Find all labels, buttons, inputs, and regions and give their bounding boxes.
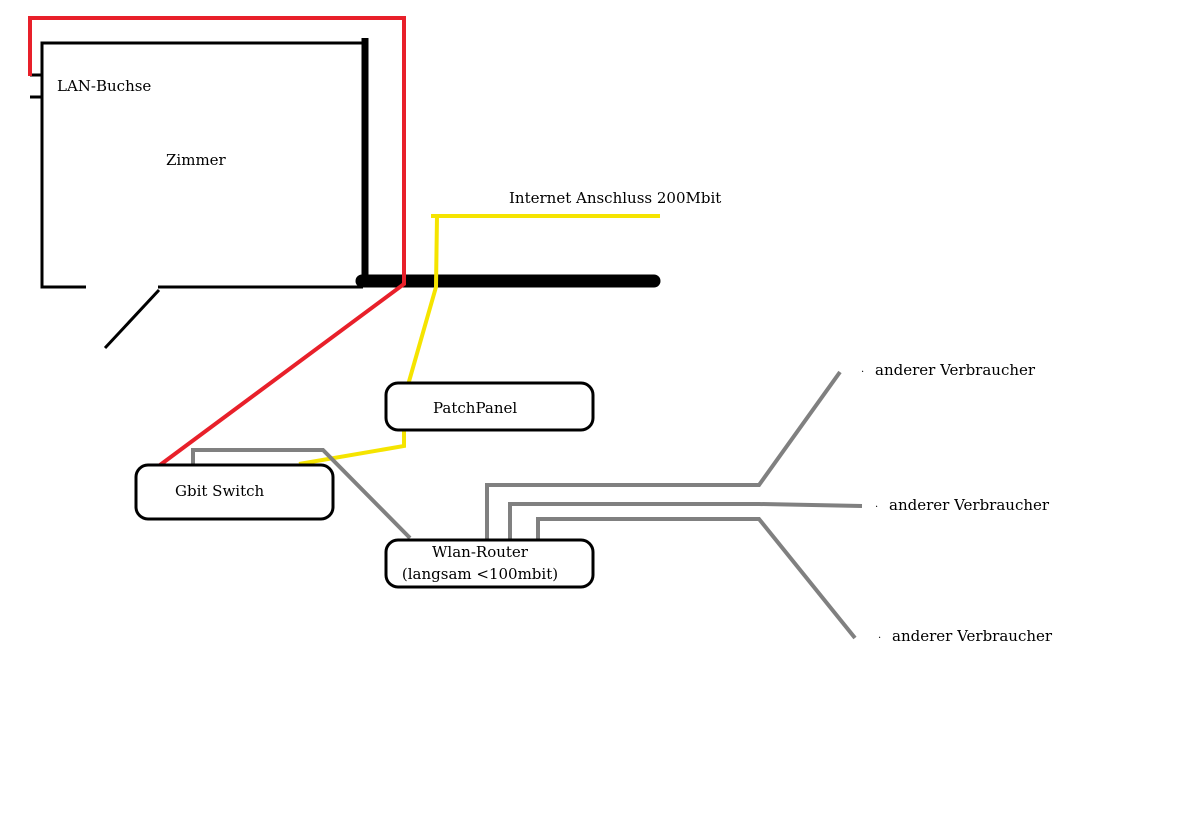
gbit-switch-box (134, 463, 335, 521)
wlan-router-speed-label: (langsam <100mbit) (401, 565, 559, 583)
lan-socket-marker (30, 73, 44, 99)
consumer-2-marker: . (875, 499, 879, 510)
consumer-3-marker: . (878, 630, 882, 641)
room-label: Zimmer (166, 151, 226, 169)
gray-cable-consumer-1 (485, 370, 842, 540)
door-leaf (103, 288, 161, 350)
consumer-3-label: anderer Verbraucher (892, 627, 1053, 645)
yellow-cable-to-patchpanel (406, 215, 439, 386)
red-cable (28, 16, 406, 467)
wlan-router-box (384, 538, 595, 589)
gray-cable-switch-router (191, 448, 412, 540)
consumer-2-label: anderer Verbraucher (889, 496, 1050, 514)
wlan-router-label: Wlan-Router (432, 543, 528, 561)
gray-cable-consumer-3 (536, 517, 857, 640)
consumer-1-label: anderer Verbraucher (875, 361, 1036, 379)
gray-cable-consumer-2 (508, 502, 863, 540)
patchpanel-box (384, 381, 595, 432)
lan-socket-label: LAN-Buchse (57, 77, 152, 95)
gbit-switch-label: Gbit Switch (175, 482, 265, 500)
internet-connection-label: Internet Anschluss 200Mbit (509, 189, 722, 207)
patchpanel-label: PatchPanel (433, 399, 518, 417)
yellow-cable-to-switch (298, 430, 406, 466)
consumer-1-marker: . (861, 364, 865, 375)
